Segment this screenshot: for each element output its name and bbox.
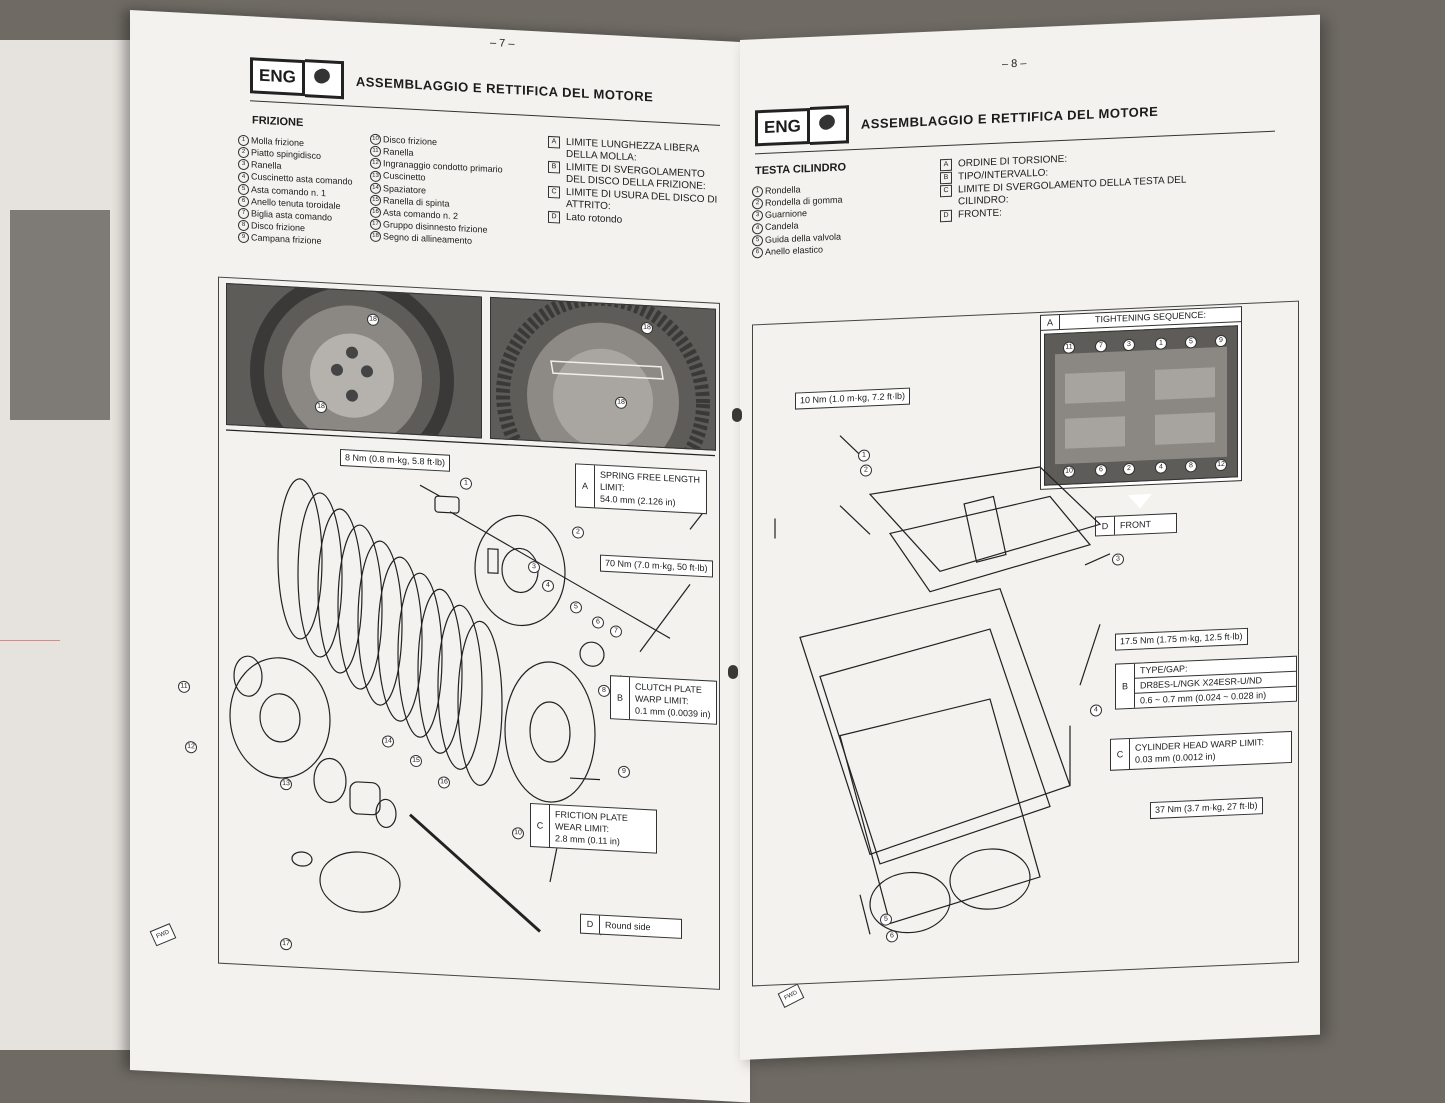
part-callout: 15 — [410, 754, 422, 768]
clutch-exploded-diagram — [226, 429, 715, 936]
part-callout: 5 — [570, 601, 582, 614]
clutch-photo-1: 18 18 — [226, 283, 482, 439]
binder-hole — [728, 665, 738, 679]
part-callout: 2 — [572, 526, 584, 539]
right-page: – 8 – ENG ASSEMBLAGGIO E RETTIFICA DEL M… — [740, 14, 1320, 1061]
clutch-photo-2-art — [496, 297, 710, 450]
part-callout: 9 — [618, 765, 630, 779]
tightening-box: A TIGHTENING SEQUENCE: 11 7 3 1 5 9 10 6… — [1040, 306, 1242, 490]
part-callout: 10 — [512, 827, 524, 840]
part-callout: 3 — [528, 560, 540, 574]
background-photo-window — [10, 210, 110, 420]
part-callout: 8 — [598, 684, 610, 698]
part-callout: 1 — [460, 477, 472, 490]
part-callout: 4 — [542, 579, 554, 593]
background-red-diagram — [0, 640, 60, 901]
part-callout: 6 — [592, 616, 604, 629]
part-callout: 12 — [185, 740, 197, 754]
part-callout: 7 — [610, 625, 622, 638]
part-callout: 17 — [280, 937, 292, 951]
cylinder-head-exploded-diagram — [774, 435, 1111, 935]
part-callout: 14 — [382, 735, 394, 748]
binder-hole — [732, 408, 742, 422]
part-callout: 13 — [280, 777, 292, 791]
clutch-photo-2: 18 18 — [490, 296, 716, 451]
left-page: – 7 – ENG ASSEMBLAGGIO E RETTIFICA DEL M… — [130, 10, 750, 1103]
cylinder-head-photo — [1055, 346, 1227, 465]
part-callout: 16 — [438, 776, 450, 789]
tightening-photo: 11 7 3 1 5 9 10 6 2 4 8 12 — [1044, 325, 1238, 486]
part-callout: 11 — [178, 680, 190, 694]
